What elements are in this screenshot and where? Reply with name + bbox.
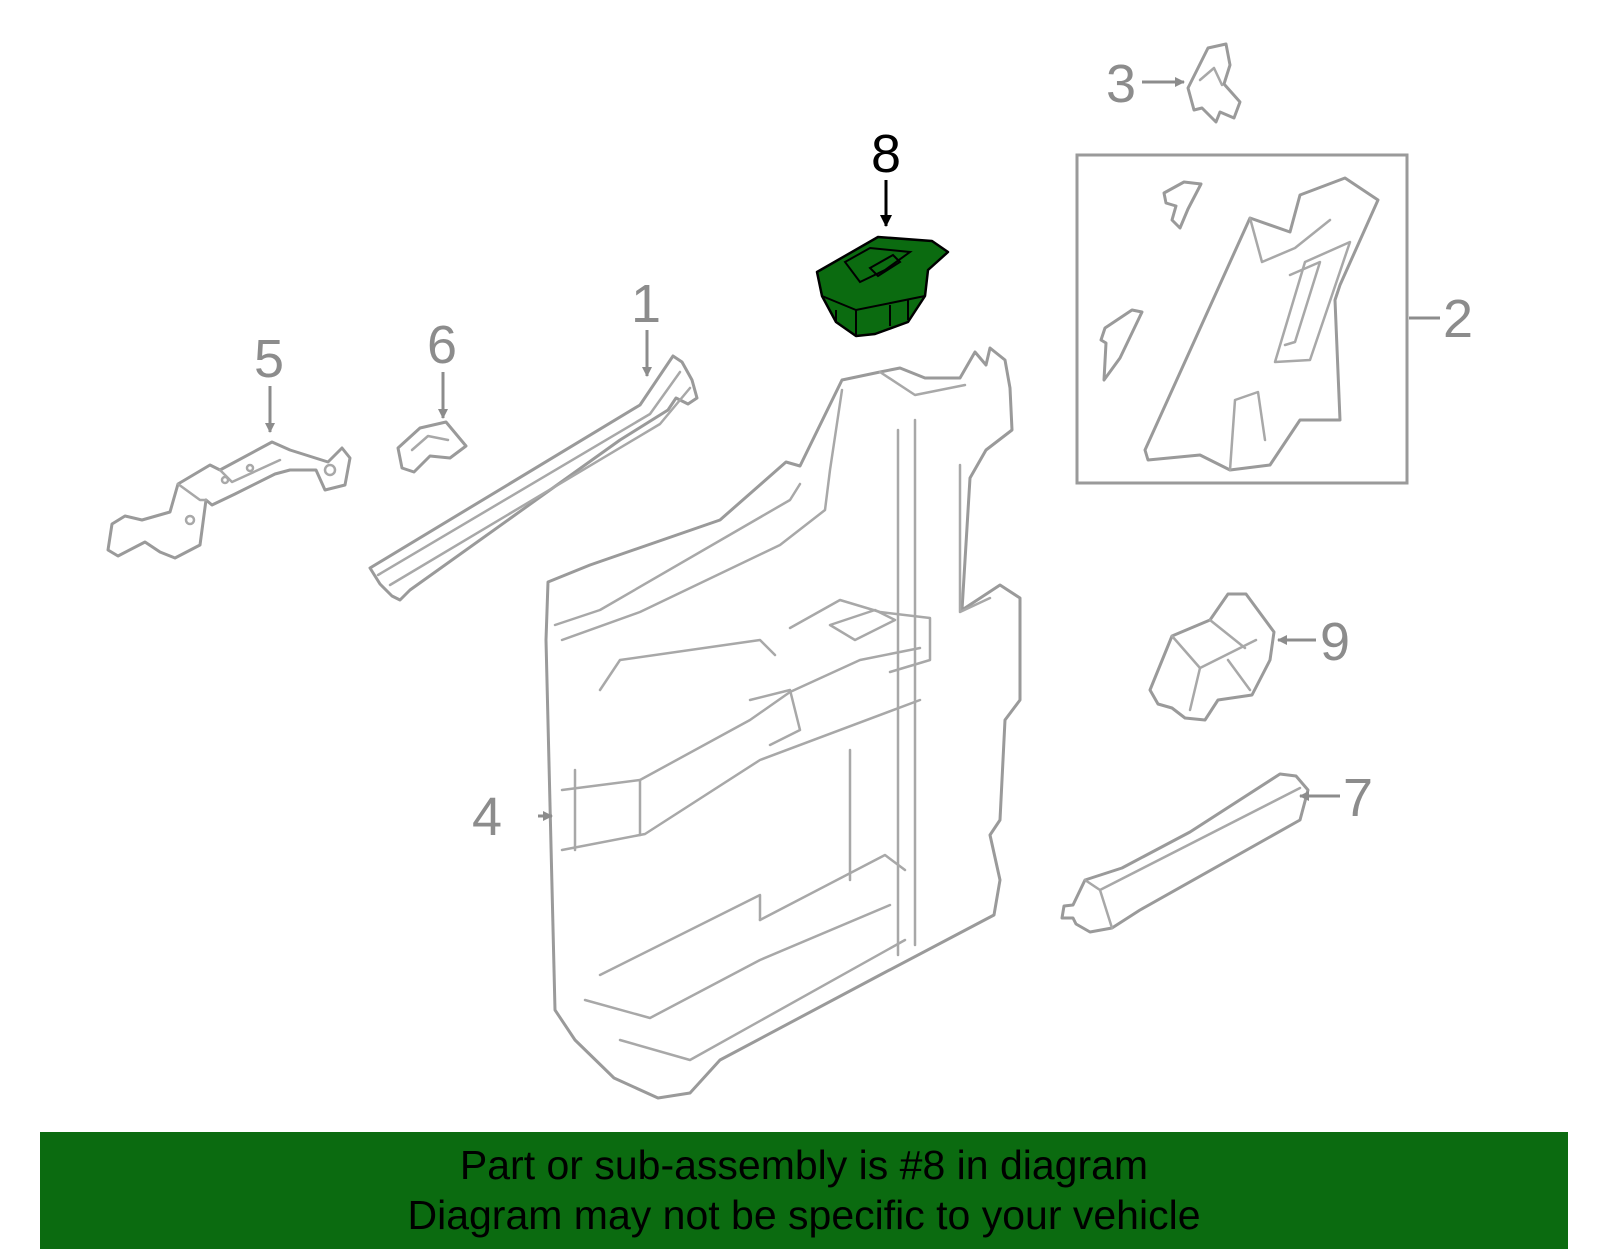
info-banner: Part or sub-assembly is #8 in diagram Di… — [40, 1132, 1568, 1249]
callout-1: 1 — [631, 274, 661, 334]
callout-4: 4 — [472, 787, 502, 847]
callout-8: 8 — [871, 124, 901, 184]
banner-line-2: Diagram may not be specific to your vehi… — [407, 1192, 1201, 1238]
callout-9: 9 — [1320, 612, 1350, 672]
part-7-pull-strip — [1060, 772, 1310, 934]
part-8-switch-bezel — [815, 235, 950, 338]
callout-6: 6 — [427, 315, 457, 375]
callout-5: 5 — [254, 329, 284, 389]
callout-3: 3 — [1106, 54, 1136, 114]
part-9-switch — [1148, 592, 1276, 722]
part-6-clip — [396, 420, 468, 474]
callout-2: 2 — [1443, 289, 1473, 349]
part-4-door-panel — [544, 346, 1022, 1100]
banner-line-1: Part or sub-assembly is #8 in diagram — [459, 1142, 1149, 1188]
callout-7: 7 — [1343, 768, 1373, 828]
part-2-trim-panel — [1075, 153, 1409, 485]
part-3-clip — [1186, 42, 1242, 124]
leader-lines — [265, 77, 1440, 821]
part-1-channel — [368, 354, 699, 602]
part-5-bracket — [106, 440, 352, 560]
